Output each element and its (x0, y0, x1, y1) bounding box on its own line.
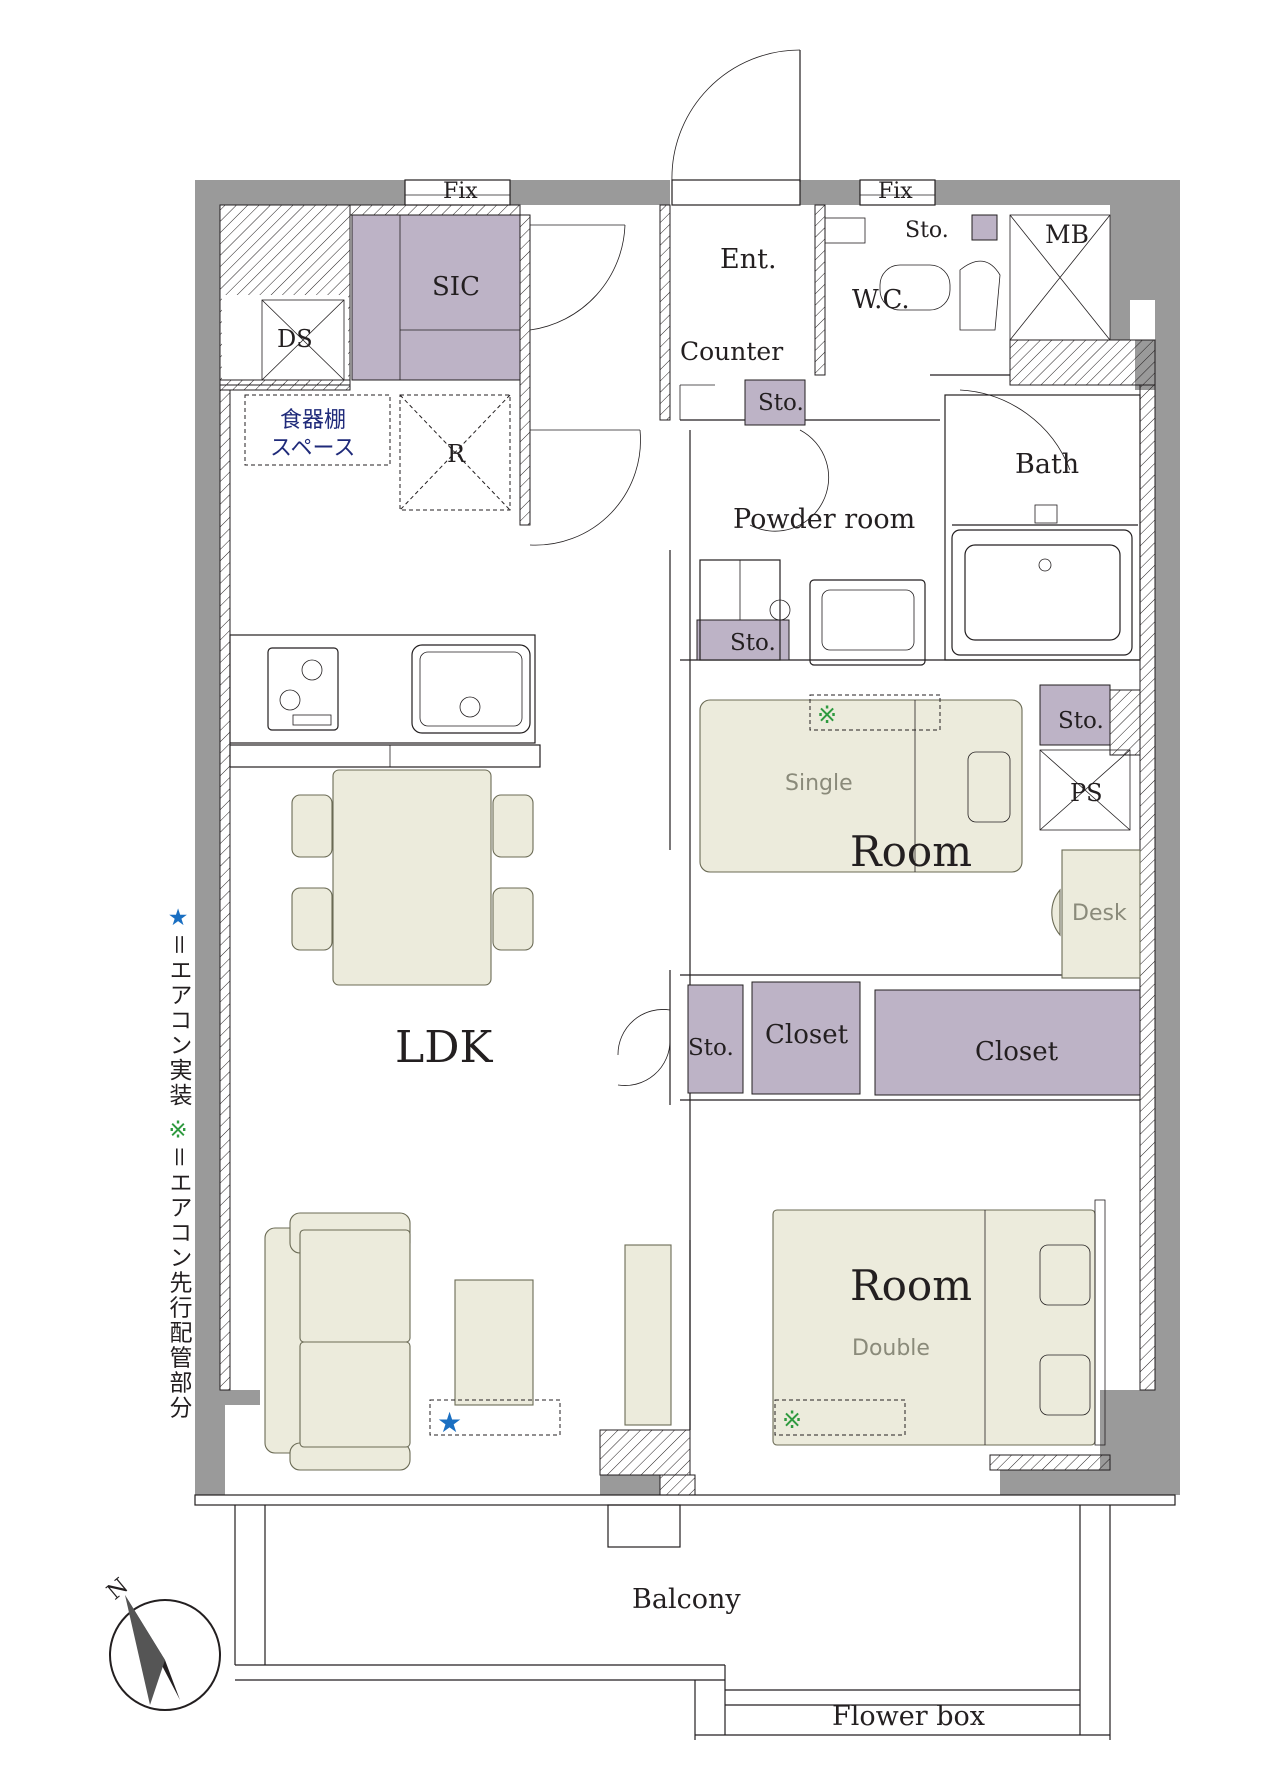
label-ps: PS (1070, 779, 1103, 807)
legend-star-icon: ★ (165, 905, 191, 933)
kitchen (229, 634, 541, 768)
label-sto-powder: Sto. (730, 630, 776, 656)
label-powder-room: Powder room (733, 504, 915, 535)
label-sto-entry: Sto. (758, 390, 804, 416)
interior-doors (529, 224, 1071, 1086)
storage-blocks (351, 214, 1141, 1096)
windows (404, 179, 936, 206)
label-desk: Desk (1072, 901, 1127, 926)
label-sto-room: Sto. (1058, 708, 1104, 734)
label-north: N (103, 1574, 134, 1606)
marker-kome-room1: ※ (817, 701, 837, 729)
label-fridge: R (447, 440, 466, 468)
label-bath: Bath (1015, 449, 1079, 480)
label-closet-1: Closet (765, 1020, 849, 1050)
labels: Fix Fix SIC DS Ent. W.C. Sto. MB Counter… (103, 179, 1127, 1732)
legend-kome-text: ＝エアコン先行配管部分 (165, 1145, 191, 1421)
label-fix-right: Fix (878, 179, 913, 204)
label-dish-space-2: スペース (270, 436, 355, 461)
label-flower-box: Flower box (832, 1701, 985, 1732)
label-bed-single: Single (785, 771, 853, 796)
bath-fixtures (679, 217, 1141, 666)
label-dish-space-1: 食器棚 (280, 408, 346, 433)
label-room-1: Room (850, 827, 972, 876)
label-bed-double: Double (852, 1336, 930, 1361)
legend-star-text: ＝エアコン実装 (165, 933, 191, 1108)
marker-star-ldk: ★ (437, 1406, 462, 1439)
label-balcony: Balcony (632, 1584, 741, 1615)
compass (109, 1595, 221, 1711)
label-counter: Counter (680, 337, 783, 366)
label-sto-top: Sto. (905, 218, 949, 243)
interior-walls (219, 204, 1156, 1496)
label-fix-left: Fix (443, 179, 478, 204)
balcony-structure (194, 1494, 1176, 1740)
ac-boxes (429, 694, 941, 1436)
furniture (264, 699, 1141, 1471)
marker-kome-room2: ※ (782, 1406, 802, 1434)
legend-kome-icon: ※ (165, 1117, 191, 1146)
label-sto-mid: Sto. (688, 1035, 734, 1061)
label-ent: Ent. (720, 244, 777, 275)
label-mb: MB (1045, 220, 1089, 249)
outer-walls (195, 180, 1180, 1495)
label-room-2: Room (850, 1261, 972, 1310)
label-ds: DS (277, 325, 313, 353)
legend-ac: ★＝エアコン実装 ※＝エアコン先行配管部分 (155, 905, 195, 1420)
label-closet-2: Closet (975, 1037, 1059, 1067)
entrance-door (671, 49, 801, 206)
label-wc: W.C. (852, 285, 910, 315)
label-ldk: LDK (395, 1022, 493, 1073)
shaft-boxes (244, 214, 1131, 831)
label-sic: SIC (432, 272, 480, 302)
